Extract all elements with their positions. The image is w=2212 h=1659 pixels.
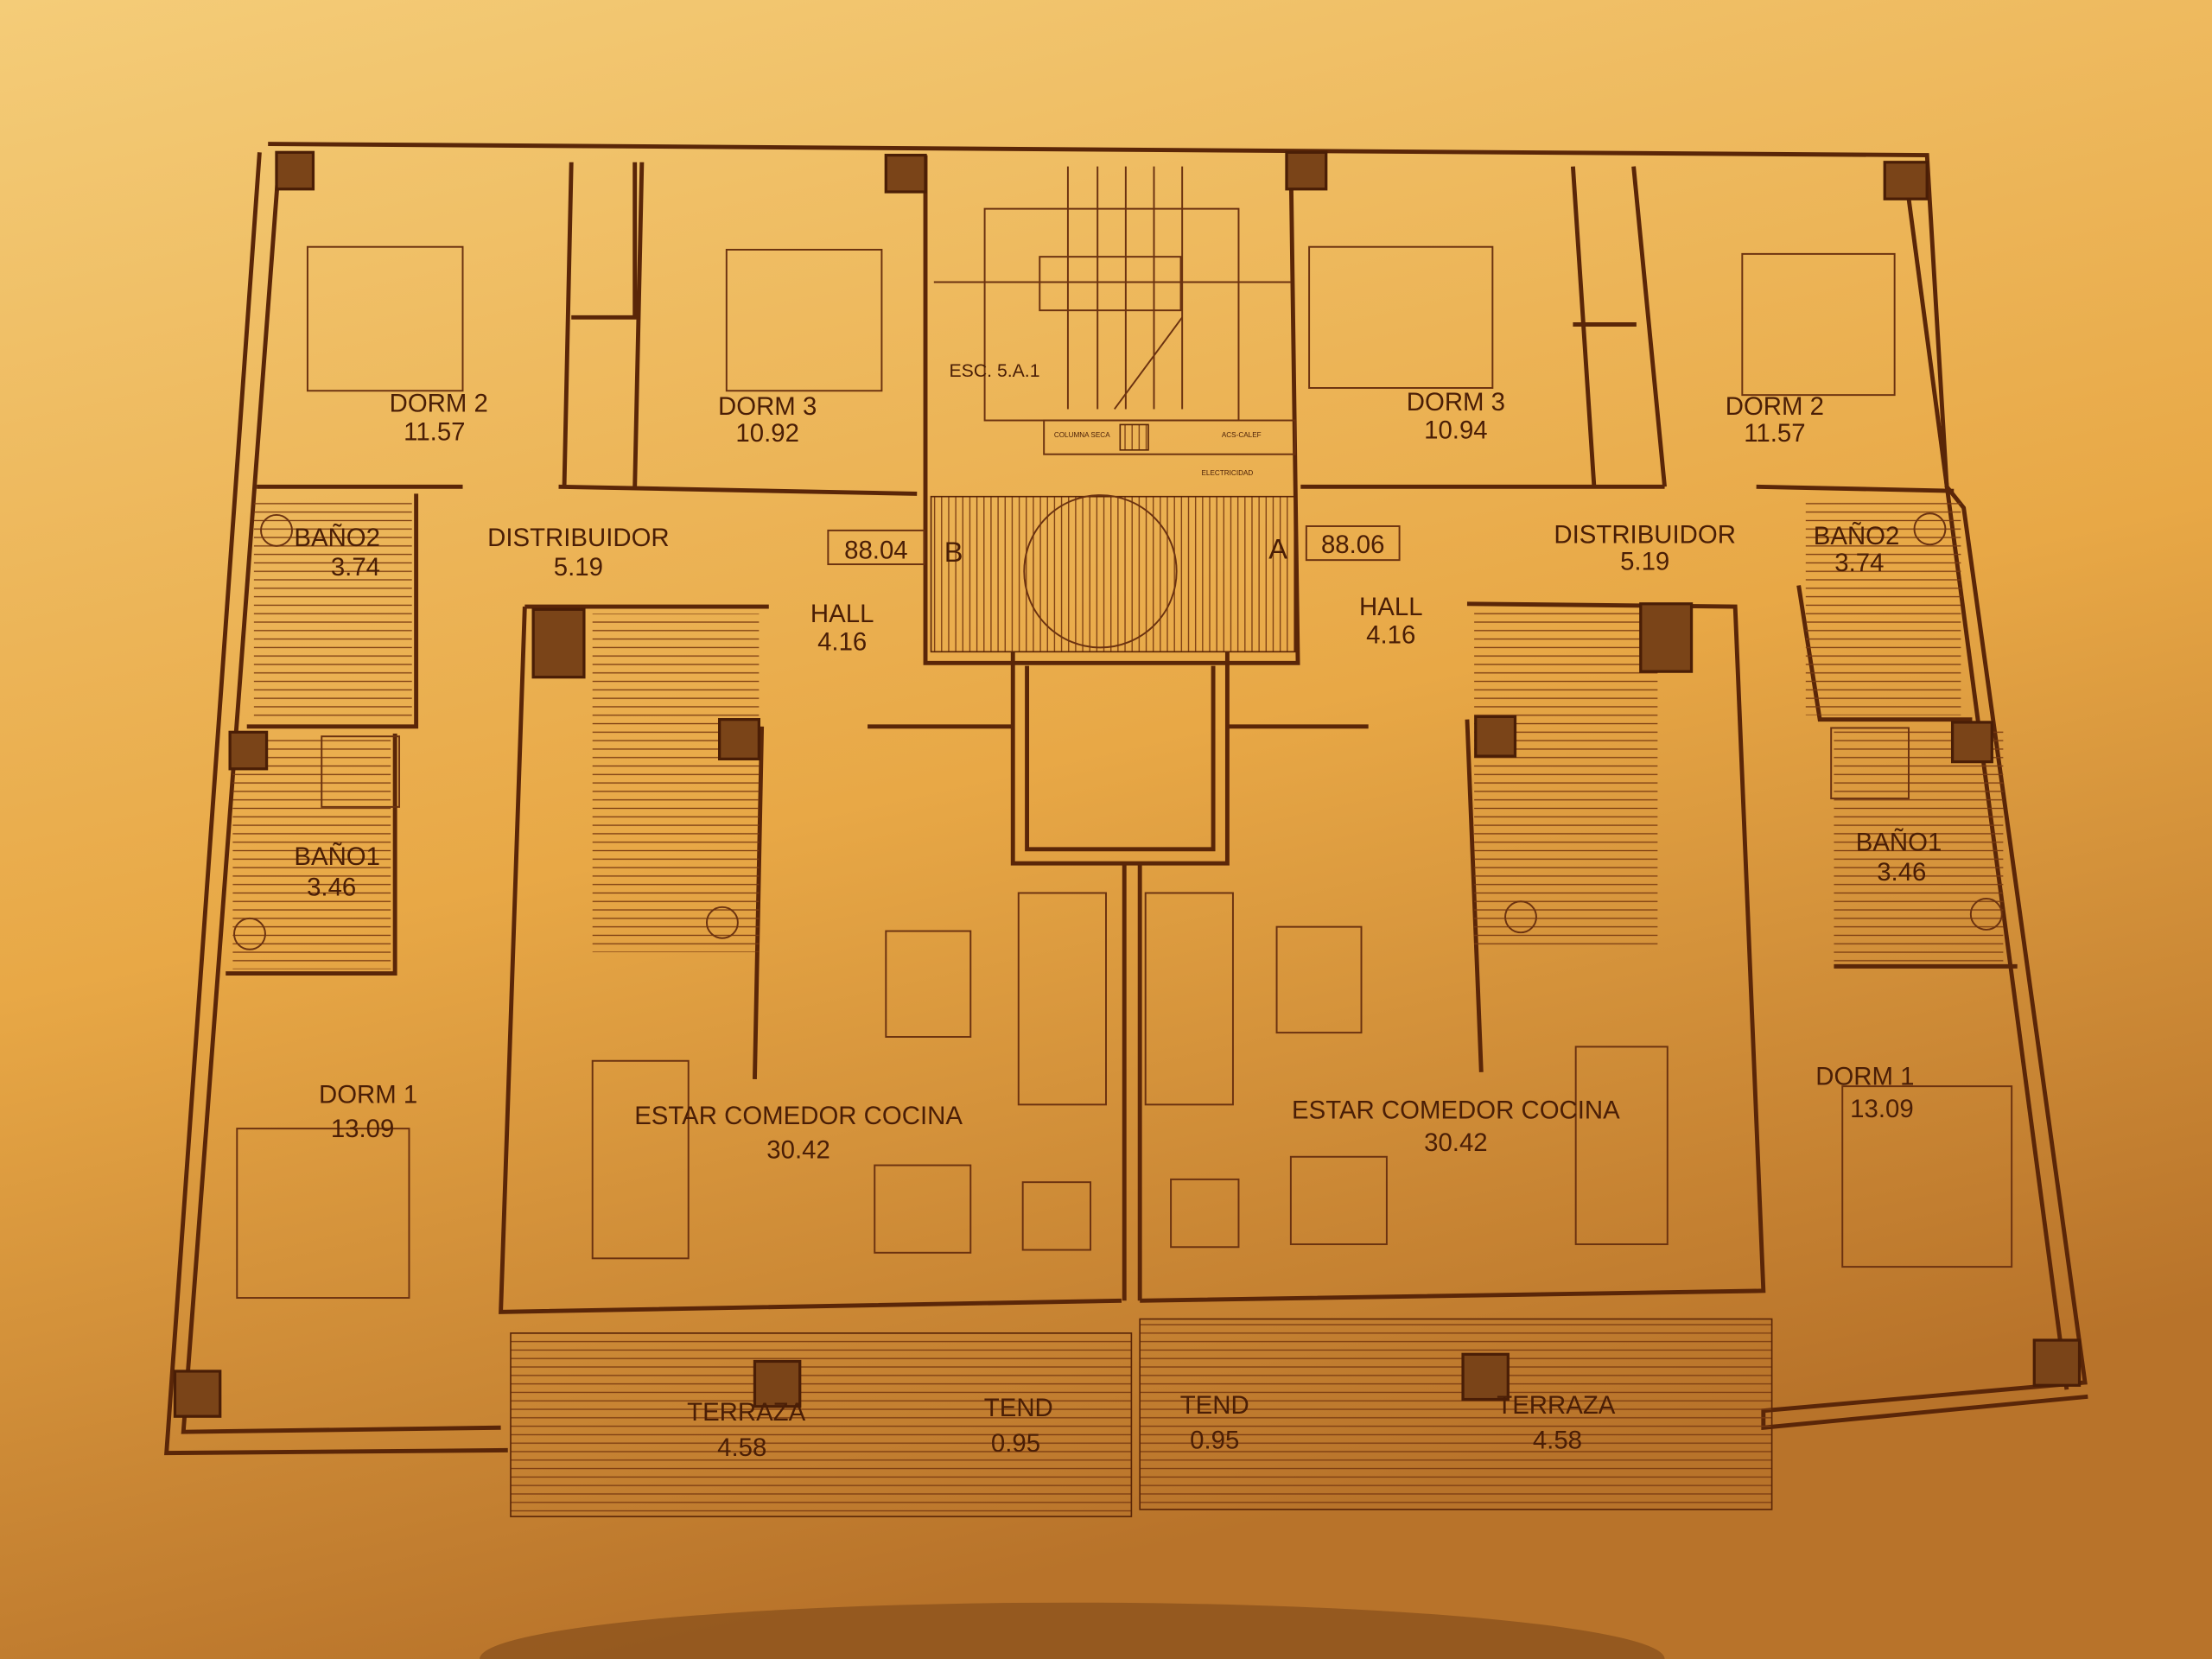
room-name: TEND [1180,1391,1249,1420]
room-name: DISTRIBUIDOR [1554,521,1736,550]
door-b-code-box [827,529,925,566]
door-a-letter: A [1268,533,1287,565]
room-area: 5.19 [554,553,603,582]
room-name: TERRAZA [1497,1391,1616,1420]
room-name: DORM 1 [319,1081,417,1109]
room-area: 10.94 [1424,416,1488,445]
room-name: BAÑO1 [1856,827,1942,856]
room-area: 30.42 [1424,1128,1488,1157]
columna-seca-label: COLUMNA SECA [1054,431,1110,439]
room-area: 11.57 [1744,419,1805,448]
room-name: DORM 2 [1726,392,1824,421]
room-name: DORM 3 [718,392,817,421]
room-area: 3.46 [1877,858,1926,887]
room-name: TEND [984,1394,1053,1422]
stair-label: ESC. 5.A.1 [950,361,1040,381]
room-name: ESTAR COMEDOR COCINA [1292,1096,1620,1125]
room-area: 3.74 [331,553,380,582]
room-name: DORM 2 [390,390,488,418]
furniture [233,245,2013,1300]
door-b-letter: B [944,536,963,568]
door-b-code: 88.04 [844,537,908,565]
structural-columns [173,150,2082,1418]
room-name: BAÑO2 [1814,521,1900,550]
door-a-code: 88.06 [1321,531,1385,559]
room-name: DISTRIBUIDOR [487,524,670,552]
shadow [480,1602,1665,1659]
room-area: 0.95 [1190,1427,1239,1455]
room-area: 11.57 [404,417,465,446]
electricidad-label: ELECTRICIDAD [1201,469,1253,477]
room-name: HALL [810,600,874,628]
room-name: ESTAR COMEDOR COCINA [634,1102,963,1130]
room-area: 10.92 [735,419,799,448]
room-area: 0.95 [991,1429,1040,1458]
staircase: COLUMNA SECA ACS-CALEF ELECTRICIDAD ESC.… [933,166,1296,477]
room-area: 3.46 [307,874,356,902]
unit-b-labels: DORM 2 11.57 DORM 3 10.92 BAÑO2 3.74 DIS… [294,390,1052,1462]
room-area: 4.58 [1533,1427,1582,1455]
door-markers: 88.04 B A 88.06 [827,525,1401,568]
room-area: 13.09 [331,1115,395,1143]
room-area: 13.09 [1850,1095,1914,1123]
acs-calef-label: ACS-CALEF [1222,431,1262,439]
room-area: 30.42 [766,1135,830,1164]
room-name: BAÑO1 [294,842,380,871]
room-name: HALL [1359,593,1422,621]
floor-hatching [232,496,2004,1517]
room-area: 4.16 [1366,620,1415,649]
room-area: 3.74 [1834,549,1884,577]
room-name: DORM 3 [1407,388,1505,416]
unit-a-labels: DORM 3 10.94 DORM 2 11.57 DISTRIBUIDOR 5… [1180,388,1942,1455]
landing [930,494,1296,653]
room-name: DORM 1 [1815,1063,1914,1091]
room-name: BAÑO2 [294,523,380,552]
room-area: 5.19 [1620,548,1669,576]
room-area: 4.16 [817,628,867,657]
room-name: TERRAZA [687,1398,805,1427]
room-area: 4.58 [717,1433,766,1462]
door-a-code-box [1305,525,1401,562]
